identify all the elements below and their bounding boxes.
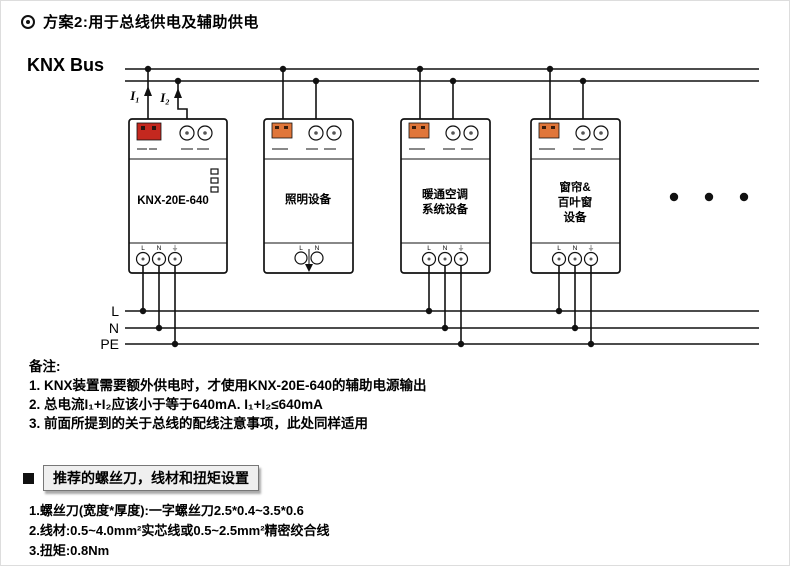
- i2-label: I₂: [159, 90, 170, 105]
- device-hvac: 暖通空调 系统设备 L N ⏚: [400, 118, 491, 348]
- device-label: 窗帘&: [559, 180, 590, 194]
- scheme-header: 方案2:用于总线供电及辅助供电: [21, 11, 259, 32]
- scheme-title: 方案2:用于总线供电及辅助供电: [43, 14, 259, 31]
- led-indicator: [210, 177, 219, 184]
- terminal-label: L: [141, 245, 145, 252]
- notes-section: 备注: 1. KNX装置需要额外供电时，才使用KNX-20E-640的辅助电源输…: [29, 357, 427, 433]
- current-arrow-i1: I₁: [129, 86, 152, 103]
- current-arrow-i2: I₂: [159, 88, 182, 105]
- knx-bus-label: KNX Bus: [27, 55, 104, 75]
- bus-drop-wires: [144, 65, 587, 126]
- notes-header: 备注:: [29, 359, 61, 374]
- device-label: 系统设备: [422, 202, 468, 216]
- device-label: 照明设备: [285, 192, 331, 206]
- note-line-2: 2. 总电流I₁+I₂应该小于等于640mA. I₁+I₂≤640mA: [29, 397, 323, 412]
- recommend-section-header: 推荐的螺丝刀，线材和扭矩设置: [23, 465, 259, 491]
- section-square-icon: [23, 472, 34, 484]
- note-line-3: 3. 前面所提到的关于总线的配线注意事项，此处同样适用: [29, 416, 369, 431]
- device-knx-power-supply: KNX-20E-640 L N ⏚: [128, 118, 228, 348]
- terminal-label: L: [557, 245, 561, 252]
- device-label: 暖通空调: [422, 187, 468, 201]
- i1-label: I₁: [129, 88, 140, 103]
- load-down-arrow-icon: [305, 249, 313, 272]
- device-curtain-blinds: 窗帘& 百叶窗 设备 L N ⏚: [530, 118, 621, 348]
- device-label: 百叶窗: [558, 195, 593, 209]
- terminal-label: ⏚: [458, 244, 465, 252]
- recommend-item-wire: 2.线材:0.5~4.0mm²实芯线或0.5~2.5mm²精密绞合线: [29, 523, 330, 538]
- terminal-label: L: [427, 245, 431, 252]
- recommend-item-screwdriver: 1.螺丝刀(宽度*厚度):一字螺丝刀2.5*0.4~3.5*0.6: [29, 503, 304, 518]
- target-bullet-icon: [21, 14, 35, 29]
- note-line-1: 1. KNX装置需要额外供电时，才使用KNX-20E-640的辅助电源输出: [29, 378, 427, 393]
- device-lighting: 照明设备 L N: [263, 118, 354, 274]
- recommend-title: 推荐的螺丝刀，线材和扭矩设置: [43, 465, 259, 491]
- rail-label-N: N: [109, 320, 119, 336]
- recommend-item-torque: 3.扭矩:0.8Nm: [29, 543, 110, 558]
- knx-connector: [136, 122, 162, 141]
- knx-bus-connector: [271, 122, 293, 139]
- terminal-label: L: [299, 245, 303, 252]
- knx-bus-connector: [538, 122, 560, 139]
- device-label: 设备: [564, 210, 587, 224]
- wiring-diagram: KNX Bus L N PE I₁: [27, 55, 759, 352]
- knx-bus-connector: [408, 122, 430, 139]
- terminal-label: N: [573, 245, 578, 252]
- terminal-label: N: [157, 245, 162, 252]
- terminal-label: ⏚: [172, 244, 179, 252]
- more-devices-ellipsis: [669, 192, 749, 202]
- device-label: KNX-20E-640: [137, 195, 209, 207]
- rail-label-L: L: [111, 303, 119, 319]
- load-terminal: [310, 251, 324, 265]
- terminal-label: N: [443, 245, 448, 252]
- rail-label-PE: PE: [100, 336, 119, 352]
- load-terminal: [294, 251, 308, 265]
- led-indicator: [210, 168, 219, 175]
- recommend-items: 1.螺丝刀(宽度*厚度):一字螺丝刀2.5*0.4~3.5*0.6 2.线材:0…: [29, 501, 330, 561]
- terminal-label: N: [315, 245, 320, 252]
- led-indicator: [210, 186, 219, 193]
- terminal-label: ⏚: [588, 244, 595, 252]
